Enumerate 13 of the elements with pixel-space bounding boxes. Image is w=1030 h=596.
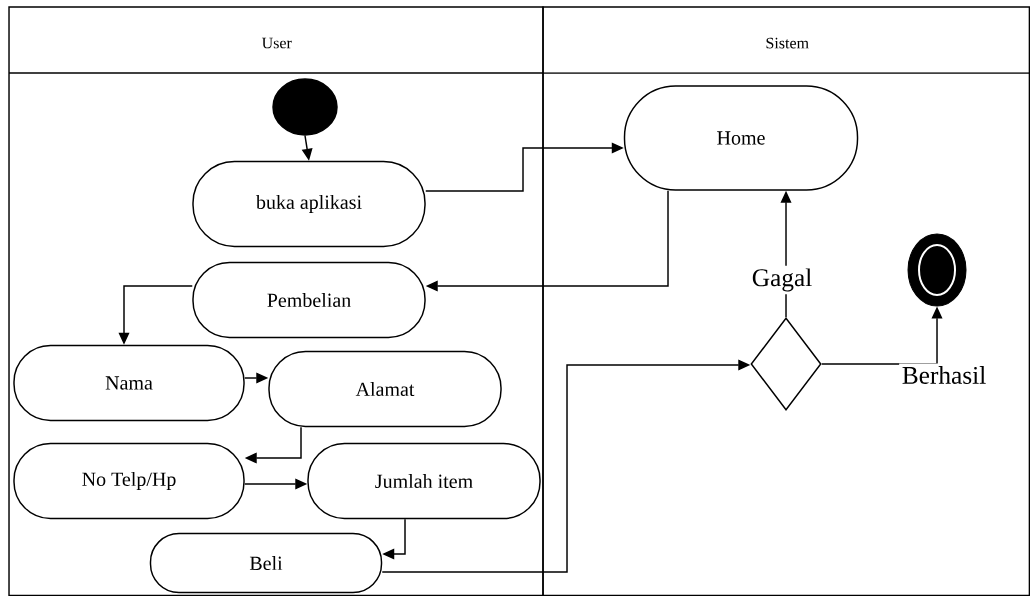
activity-box: Beli [149, 532, 383, 594]
start-node [272, 78, 338, 136]
end-node [907, 233, 967, 307]
activity-box: Alamat [268, 350, 502, 428]
activity-box: Home [623, 85, 859, 191]
edge-label: Berhasil [899, 363, 989, 387]
activity-box: Pembelian [192, 261, 426, 339]
decision-diamond [750, 317, 822, 411]
activity-box: Nama [13, 344, 245, 422]
activity-box: buka aplikasi [192, 160, 426, 248]
edge-label: Gagal [749, 265, 815, 295]
activity-box: Jumlah item [307, 442, 541, 520]
activity-box: No Telp/Hp [13, 442, 245, 520]
